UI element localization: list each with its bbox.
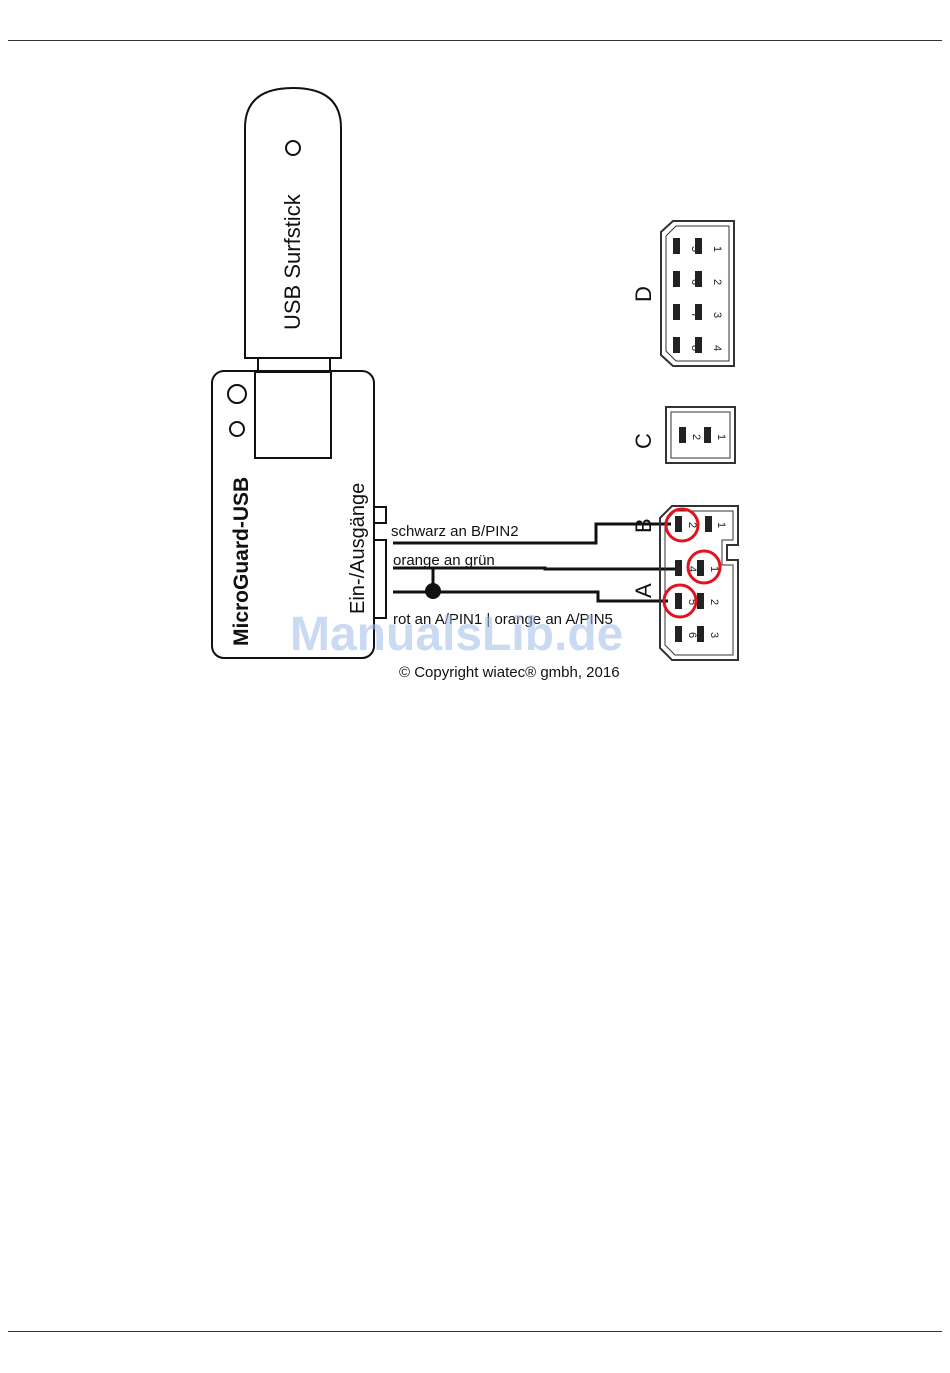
svg-text:8: 8 [689, 345, 701, 351]
svg-text:7: 7 [689, 312, 701, 318]
svg-text:1: 1 [715, 434, 727, 440]
connector-ab-pin-numbers: 2 1 4 1 5 2 6 3 [686, 522, 727, 638]
connector-c-label: C [631, 433, 656, 449]
svg-text:1: 1 [711, 246, 723, 252]
svg-text:2: 2 [708, 599, 720, 605]
copyright-text: © Copyright wiatec® gmbh, 2016 [399, 664, 620, 681]
connector-a-label: A [631, 583, 656, 598]
connector-d-pin-numbers: 5 1 6 2 7 3 8 4 [689, 246, 723, 351]
svg-text:1: 1 [715, 522, 727, 528]
wire-label-black: schwarz an B/PIN2 [391, 523, 519, 540]
connector-d-pins [673, 238, 702, 353]
svg-text:5: 5 [689, 246, 701, 252]
svg-text:4: 4 [711, 345, 723, 351]
junction-dot [425, 583, 441, 599]
svg-text:2: 2 [690, 434, 702, 440]
io-label: Ein-/Ausgänge [347, 483, 369, 614]
svg-text:6: 6 [689, 279, 701, 285]
svg-text:2: 2 [686, 522, 698, 528]
connector-b-label: B [631, 518, 656, 533]
usb-stick-label: USB Surfstick [280, 193, 305, 330]
svg-text:3: 3 [708, 632, 720, 638]
svg-text:2: 2 [711, 279, 723, 285]
svg-text:6: 6 [686, 632, 698, 638]
device-label: MicroGuard-USB [230, 477, 253, 646]
connector-d-label: D [631, 286, 656, 302]
svg-text:3: 3 [711, 312, 723, 318]
wire-label-orange-green: orange an grün [393, 552, 495, 569]
watermark: ManualsLib.de [290, 608, 623, 661]
usb-stick-hole-icon [286, 141, 300, 155]
